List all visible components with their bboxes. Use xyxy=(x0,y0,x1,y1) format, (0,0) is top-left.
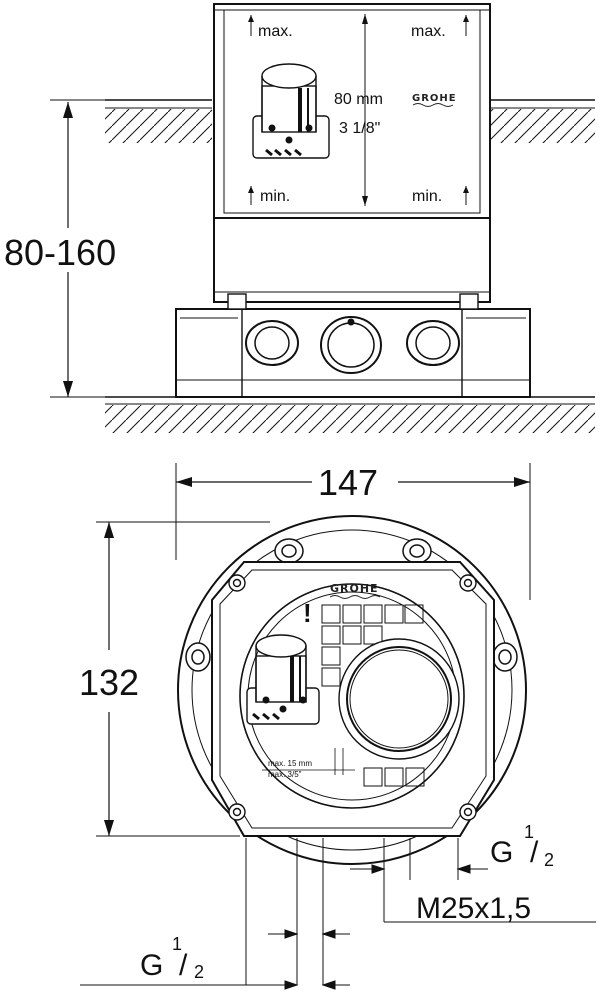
min-label-right: min. xyxy=(412,188,442,205)
ear-lugs xyxy=(185,538,518,672)
width-label: 147 xyxy=(318,462,378,503)
max-label-left: max. xyxy=(258,23,293,40)
port-left-side xyxy=(245,320,299,366)
center-port-top xyxy=(338,638,460,760)
max-depth-mm: max. 15 mm xyxy=(268,759,312,768)
finished-wall-line xyxy=(105,99,595,143)
center-thread-label: M25x1,5 xyxy=(416,892,531,925)
cartridge-top-icon xyxy=(246,634,320,725)
grohe-logo-side: GROHE xyxy=(412,93,457,107)
svg-text:2: 2 xyxy=(544,850,554,870)
height-label: 132 xyxy=(79,662,139,703)
corner-screws xyxy=(228,574,477,821)
svg-text:1: 1 xyxy=(172,934,182,954)
svg-text:GROHE: GROHE xyxy=(412,93,457,104)
svg-text:/: / xyxy=(179,949,188,982)
connection-leaders xyxy=(80,838,596,990)
svg-text:G: G xyxy=(490,836,513,869)
depth-dimension xyxy=(362,14,368,206)
grohe-logo-top: GROHE xyxy=(329,582,381,599)
depth-in-label: 3 1/8" xyxy=(339,120,380,137)
top-view: 147 132 xyxy=(79,462,596,990)
svg-text:GROHE: GROHE xyxy=(330,582,379,595)
svg-text:/: / xyxy=(530,836,539,869)
tile-grid xyxy=(321,604,425,787)
side-view: max. max. min. min. 80 mm 3 1/8" GROHE xyxy=(4,3,595,433)
width-dimension xyxy=(175,463,531,600)
height-range-label: 80-160 xyxy=(4,232,116,273)
base-wall-line xyxy=(105,396,595,433)
thread-label-right: G 1 / 2 xyxy=(490,822,554,870)
inner-ring xyxy=(239,583,465,809)
svg-text:G: G xyxy=(140,949,163,982)
height-range-dimension xyxy=(4,99,126,398)
min-label-left: min. xyxy=(260,188,290,205)
height-dimension xyxy=(96,521,270,837)
warning-icon: ! xyxy=(303,598,312,628)
depth-mm-label: 80 mm xyxy=(334,91,383,108)
port-right-side xyxy=(406,320,460,366)
housing-body xyxy=(213,217,491,303)
svg-text:1: 1 xyxy=(524,822,534,842)
max-depth-in: max. 3/5" xyxy=(268,770,302,779)
max-min-markers xyxy=(248,15,469,205)
svg-text:2: 2 xyxy=(194,962,204,982)
port-center-side xyxy=(320,316,382,374)
max-depth-note-line xyxy=(262,748,355,775)
max-label-right: max. xyxy=(411,23,446,40)
thread-label-left: G 1 / 2 xyxy=(140,934,204,982)
cartridge-side-icon xyxy=(252,63,330,159)
extension-box xyxy=(213,3,491,219)
mounting-ring xyxy=(177,515,527,865)
